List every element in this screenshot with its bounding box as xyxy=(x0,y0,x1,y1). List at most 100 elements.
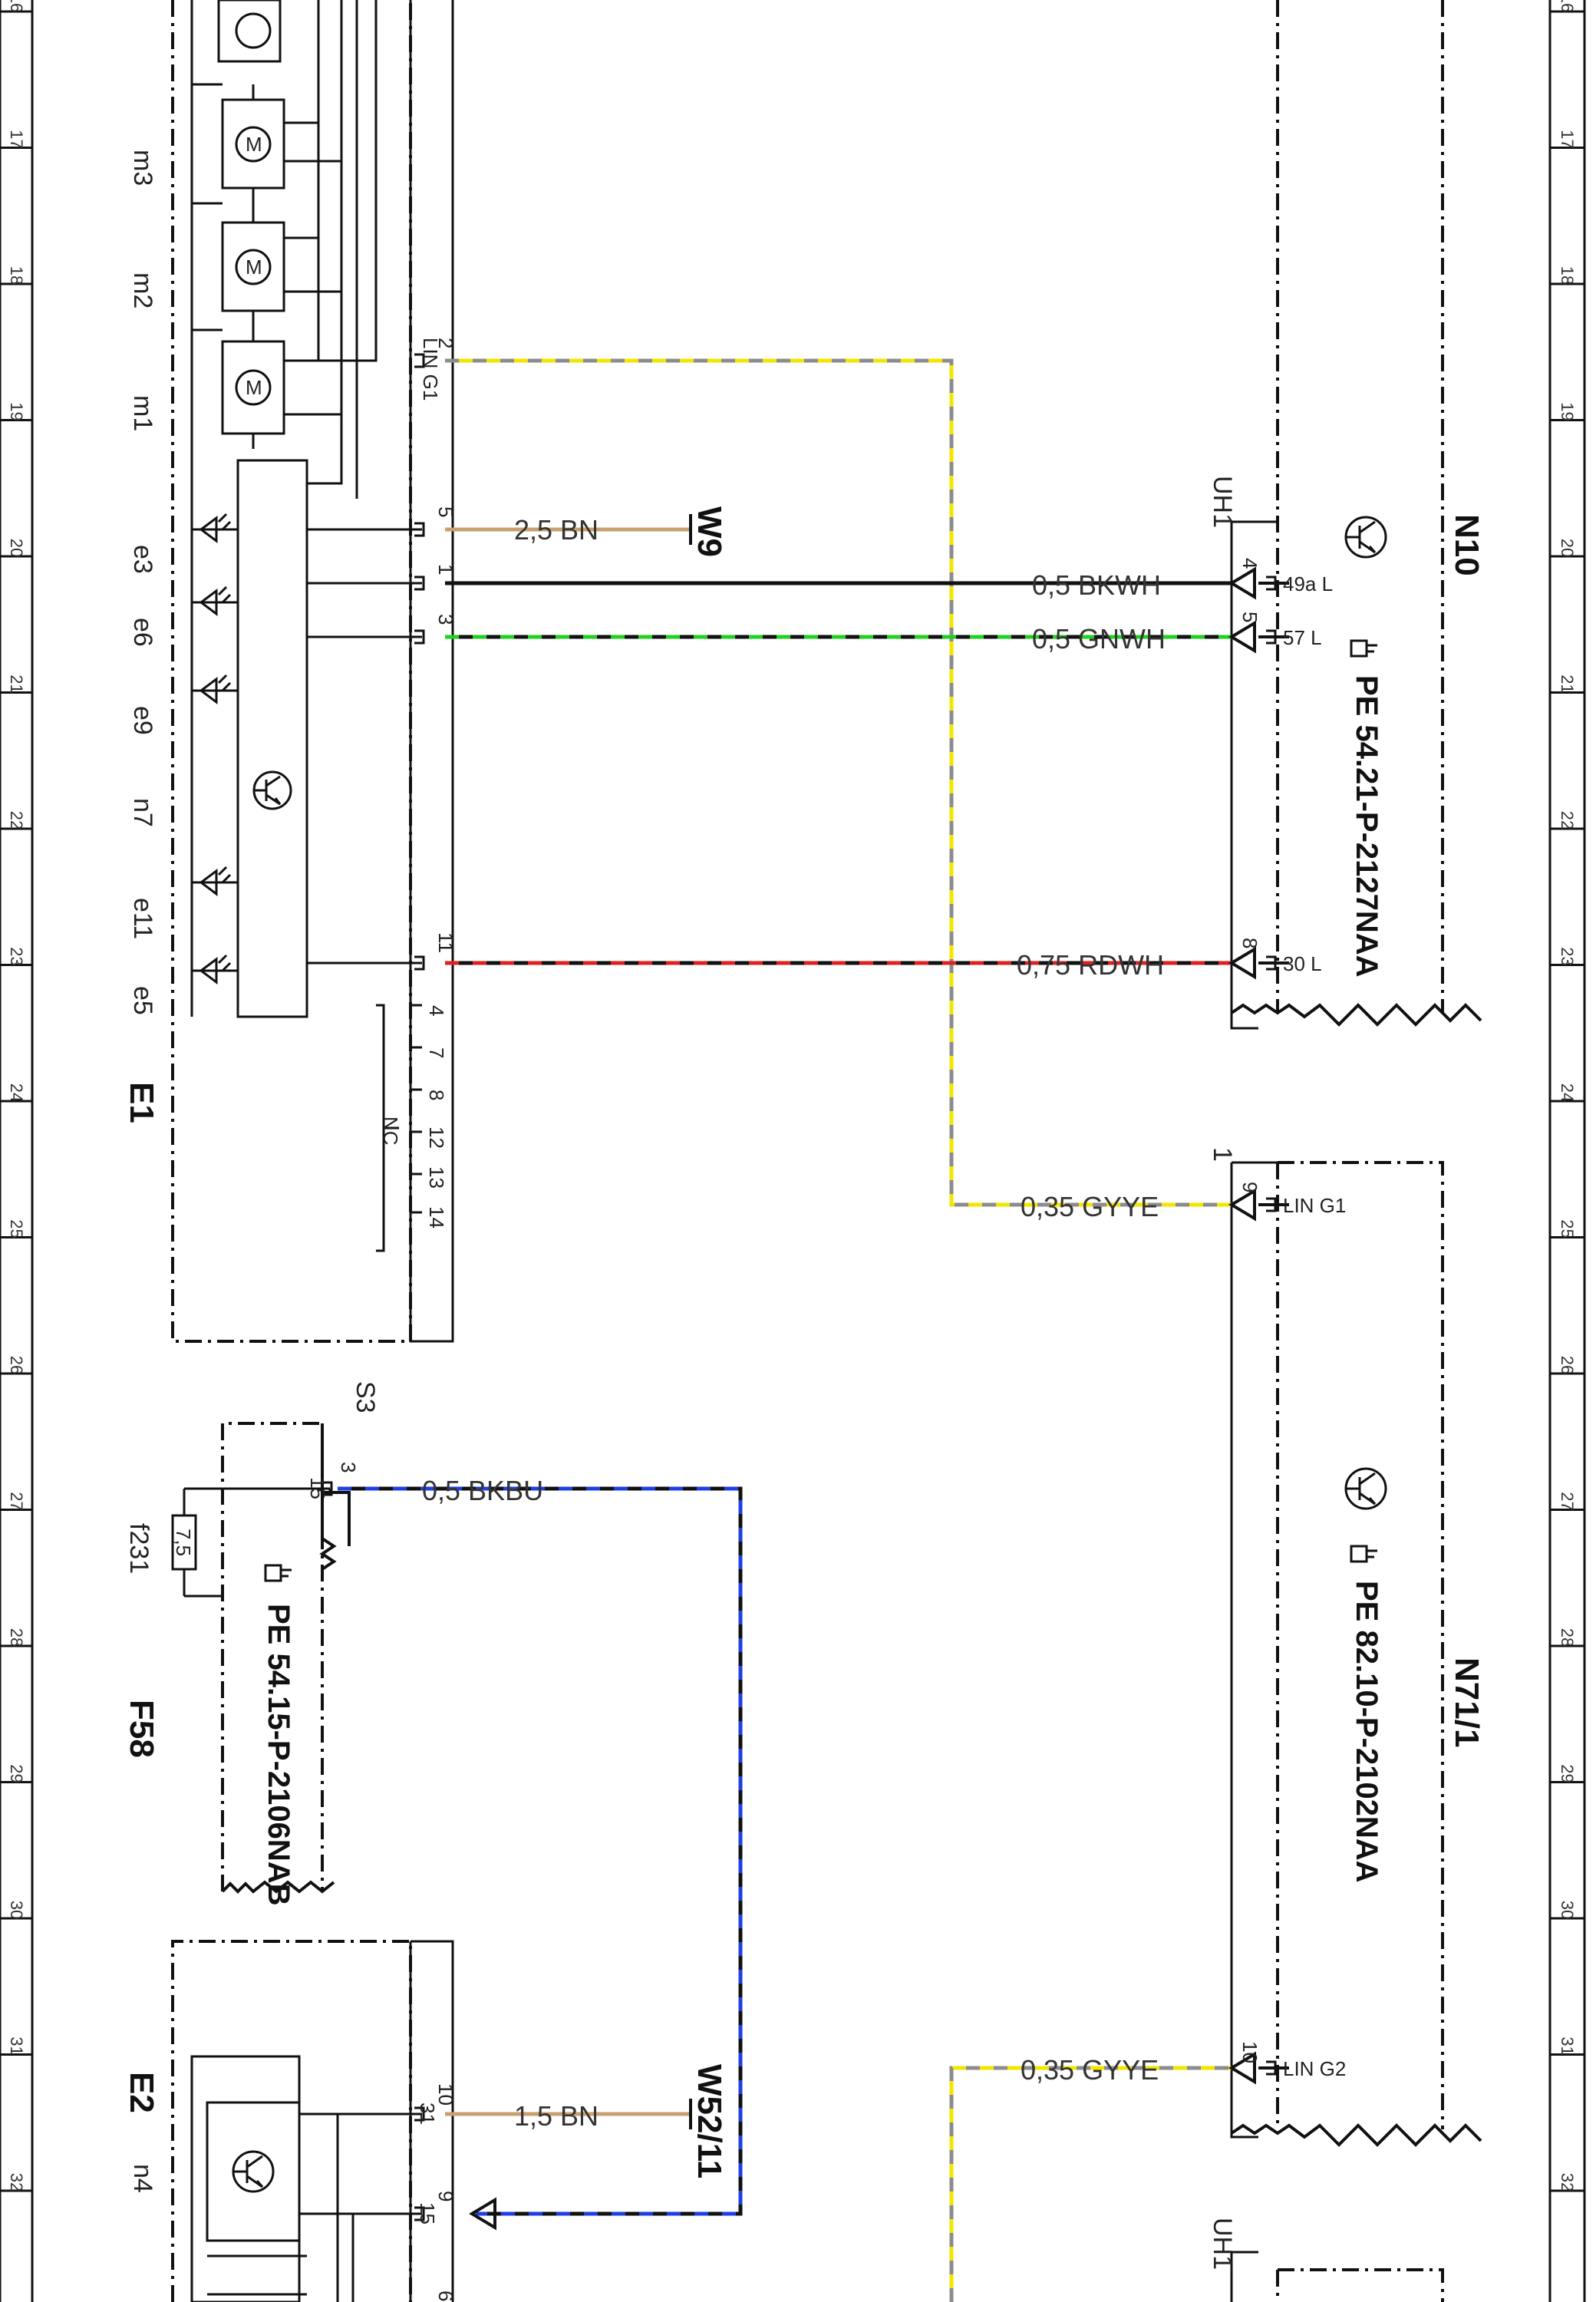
led-e9-icon xyxy=(199,674,232,704)
lamp-e9-label: e9 xyxy=(128,706,157,735)
left-ruler-number: 19 xyxy=(7,402,26,420)
right-ruler-number: 22 xyxy=(1558,811,1577,829)
led-e3-icon xyxy=(199,513,232,543)
right-ruler-number: 19 xyxy=(1558,402,1577,420)
transistor-symbols xyxy=(206,516,1387,2242)
wires xyxy=(338,358,1232,2302)
left-ruler-number: 17 xyxy=(7,130,26,148)
n71-pin-label-lin-g1: LIN G1 xyxy=(1283,1194,1346,1217)
n10-pin-4: 4 xyxy=(1238,558,1261,569)
e1-label: E1 xyxy=(123,1082,160,1123)
n10-pin-label-49a: 49a L xyxy=(1283,572,1333,595)
n71-ref: PE 82.10-P-2102NAA xyxy=(1350,1581,1383,1883)
motor-m3-letter: M xyxy=(246,133,262,156)
e2-pin-6: 6 xyxy=(434,2290,457,2301)
left-ruler-number: 28 xyxy=(7,1628,26,1647)
f231-fuse-body xyxy=(171,1514,197,1571)
motor-m3-icon xyxy=(235,126,272,163)
left-ruler-number: 20 xyxy=(7,539,26,557)
e1-nc-pin-8: 8 xyxy=(425,1090,448,1100)
connector-arrows xyxy=(469,566,1256,2231)
n71-label: N71/1 xyxy=(1448,1657,1486,1747)
n10-connector-outline xyxy=(1230,520,1278,1030)
lamp-e11-label: e11 xyxy=(128,898,157,939)
e1-connector-outline xyxy=(409,0,454,1343)
f58-module-box xyxy=(221,1422,324,1891)
n10-pin-label-57: 57 L xyxy=(1283,626,1322,649)
n71-transistor-icon xyxy=(1344,1467,1387,1510)
left-ruler-number: 25 xyxy=(7,1219,26,1238)
n71-connector-outline xyxy=(1230,1161,1278,2139)
wire-label-bkbu: 0,5 BKBU xyxy=(422,1475,543,1506)
wire-lin-g2-gray xyxy=(949,2066,1232,2302)
e2-pin-15: 15 xyxy=(416,2202,439,2224)
bottom-connector-label: UH1 xyxy=(1208,2218,1237,2270)
motor-m2-label: m2 xyxy=(128,272,157,308)
right-ruler-number: 30 xyxy=(1558,1901,1577,1919)
n10-label: N10 xyxy=(1448,514,1486,576)
e1-control-unit xyxy=(236,459,308,1018)
n10-module-box xyxy=(1276,0,1444,1013)
motor-m1-icon xyxy=(235,369,272,406)
n10-pin-5: 5 xyxy=(1238,612,1261,622)
motor-m2-letter: M xyxy=(246,256,262,279)
motor-m3-label: m3 xyxy=(128,150,157,186)
lamp-e3-label: e3 xyxy=(128,545,157,574)
right-ruler-number: 26 xyxy=(1558,1356,1577,1374)
f231-label: f231 xyxy=(124,1523,153,1574)
motor-m2-icon xyxy=(235,249,272,285)
left-ruler-number: 24 xyxy=(7,1083,26,1102)
bottom-connector-outline xyxy=(1230,2251,1258,2302)
left-ruler-number: 27 xyxy=(7,1492,26,1510)
right-ruler-number: 17 xyxy=(1558,130,1577,148)
e2-pin-9: 9 xyxy=(434,2191,457,2201)
right-ruler-number: 28 xyxy=(1558,1628,1577,1647)
n10-pin-label-30: 30 L xyxy=(1283,952,1322,975)
f58-label: F58 xyxy=(123,1700,160,1758)
n71-break xyxy=(1230,2123,1482,2147)
n10-pin-8: 8 xyxy=(1238,938,1261,948)
n10-break xyxy=(1230,1003,1482,1027)
wire-label-bn: 2,5 BN xyxy=(514,514,598,546)
n10-connector-label: UH1 xyxy=(1208,476,1237,528)
e2-pin-31: 31 xyxy=(416,2102,439,2125)
led-e11-icon xyxy=(199,866,232,896)
e1-nc-pin-12: 12 xyxy=(425,1126,448,1149)
lamp-e5-label: e5 xyxy=(128,986,157,1015)
wire-label-rdwh: 0,75 RDWH xyxy=(1017,949,1164,981)
lamp-n7-label: n7 xyxy=(128,798,157,827)
e1-pin-5: 5 xyxy=(434,506,457,517)
f58-hand-icon xyxy=(264,1564,292,1582)
e1-nc-pin-4: 4 xyxy=(425,1005,448,1016)
left-ruler-number: 31 xyxy=(7,2037,26,2055)
e2-pin-10: 10 xyxy=(434,2083,457,2106)
e1-nc-pin-13: 13 xyxy=(425,1166,448,1189)
wire-label-bkwh: 0,5 BKWH xyxy=(1032,569,1161,601)
e1-transistor-icon xyxy=(252,770,292,810)
right-ruler-number: 27 xyxy=(1558,1492,1577,1510)
e1-internals xyxy=(190,0,422,1018)
n71-hand-icon xyxy=(1350,1545,1377,1563)
right-ruler-number: 16 xyxy=(1558,0,1577,12)
lamp-e6-label: e6 xyxy=(128,618,157,647)
right-ruler-number: 31 xyxy=(1558,2037,1577,2055)
left-ruler-number: 30 xyxy=(7,1901,26,1919)
e1-nc-label: NC xyxy=(379,1116,402,1146)
ground-w9-label: W9 xyxy=(691,506,728,557)
e1-nc-pin-14: 14 xyxy=(425,1206,448,1229)
wire-terminals xyxy=(469,514,1289,2231)
f58-break xyxy=(221,1880,335,1894)
connector-outlines xyxy=(409,0,1278,2302)
wire-bkbu-blue xyxy=(338,1486,743,2216)
n10-transistor-icon xyxy=(1344,516,1387,559)
f58-ref: PE 54.15-P-2106NAB xyxy=(262,1604,295,1906)
wire-lin-g1-gray xyxy=(445,358,1232,1207)
n71-pin-9: 9 xyxy=(1238,1182,1261,1192)
e1-pin-3: 3 xyxy=(434,614,457,625)
e1-pin-1: 1 xyxy=(434,564,457,575)
n71-pin-label-lin-g2: LIN G2 xyxy=(1283,2057,1346,2080)
e1-lin-label: LIN G1 xyxy=(419,338,442,401)
left-ruler-number: 18 xyxy=(7,266,26,285)
ground-w52-label: W52/11 xyxy=(691,2064,728,2178)
e1-pin-2: 2 xyxy=(434,338,457,348)
